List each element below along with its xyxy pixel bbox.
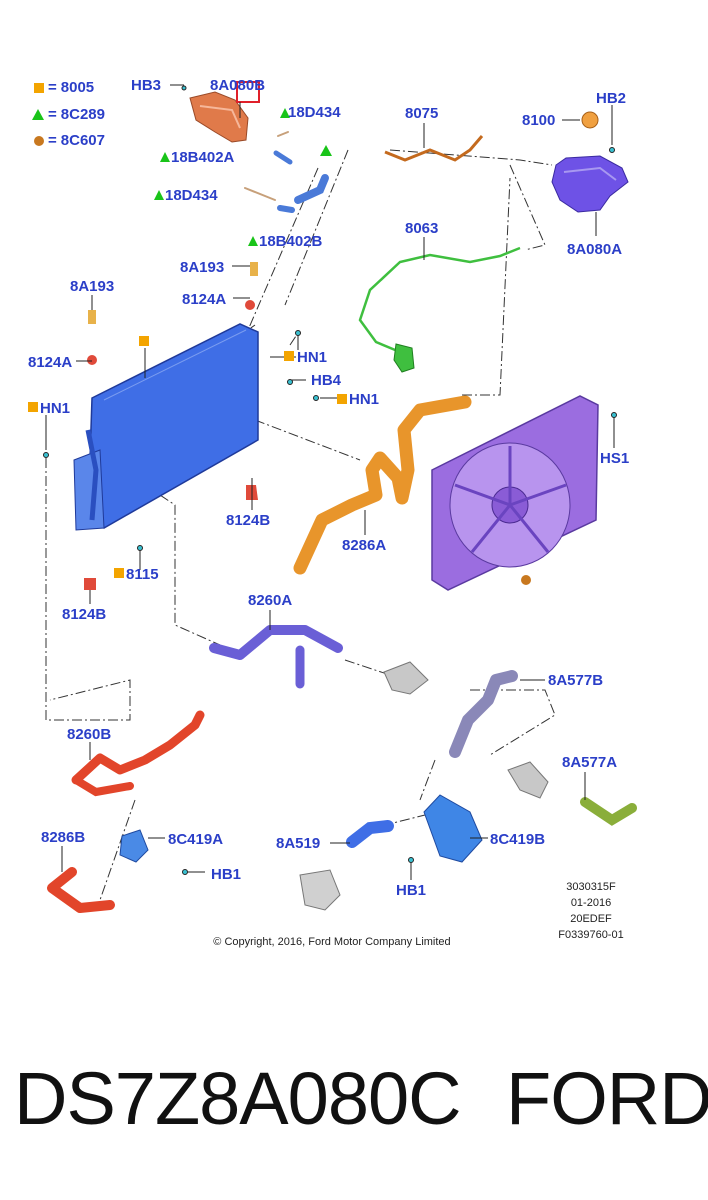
cap-8124a-mid — [245, 300, 255, 310]
label-18b402a: 18B402A — [171, 149, 235, 166]
diagram-artwork — [28, 81, 637, 913]
legend-8c607: =8C607 — [34, 133, 105, 148]
label-8063: 8063 — [405, 220, 439, 237]
label-18d434-top: 18D434 — [288, 104, 341, 121]
label-hn1-left: HN1 — [40, 400, 71, 417]
hose-8a519 — [346, 820, 394, 848]
label-hb3: HB3 — [131, 77, 162, 94]
label-8075: 8075 — [405, 105, 439, 122]
cap-8100 — [581, 111, 599, 129]
label-8115: 8115 — [126, 566, 159, 583]
cap-8124a-left — [87, 355, 97, 365]
label-8a080b: 8A080B — [210, 77, 266, 94]
fan-shroud — [431, 395, 599, 591]
circle-icon — [34, 135, 44, 146]
hose-8286a — [293, 395, 472, 575]
hose-8260a — [209, 625, 343, 660]
fan-fastener — [521, 575, 531, 585]
label-hb1-right: HB1 — [396, 882, 427, 899]
hose-8a577a — [580, 797, 637, 826]
connector-8063 — [393, 343, 415, 373]
fitting-8a577a — [507, 761, 549, 799]
diagram-code-2: 01-2016 — [570, 897, 612, 909]
legend-8c289: =8C289 — [32, 107, 105, 122]
label-hn1-right: HN1 — [349, 391, 380, 408]
hose-8075 — [384, 135, 484, 162]
diagram-code-3: 20EDEF — [570, 913, 612, 925]
square-icon — [34, 82, 44, 93]
label-8124a-left: 8124A — [28, 354, 73, 371]
label-8c419b: 8C419B — [490, 831, 546, 848]
label-hs1: HS1 — [600, 450, 630, 467]
diagram-code-4: F0339760-01 — [558, 929, 624, 941]
label-8124b-mid: 8124B — [226, 512, 271, 529]
triangle-icon — [32, 109, 44, 120]
radiator — [73, 262, 259, 590]
label-8124b-left: 8124B — [62, 606, 107, 623]
label-hb2: HB2 — [596, 90, 627, 107]
degas-bottle-8a080a — [551, 111, 629, 213]
brand-name: FORD — [506, 1057, 708, 1140]
hose-8063 — [358, 246, 521, 354]
bleed-8a193-left — [88, 310, 96, 324]
label-8a577a: 8A577A — [562, 754, 618, 771]
hose-18b402a — [244, 131, 329, 213]
pump-8c419a — [119, 829, 149, 863]
hose-8a577b — [449, 670, 518, 758]
label-8a577b: 8A577B — [548, 672, 604, 689]
hose-8286b — [47, 867, 115, 913]
bleed-8a193-mid — [250, 262, 258, 276]
label-hn1-mid: HN1 — [297, 349, 328, 366]
label-8a519: 8A519 — [276, 835, 321, 852]
label-18d434-mid: 18D434 — [165, 187, 218, 204]
legend-8005: =8005 — [34, 80, 94, 95]
callout-leaders — [43, 84, 617, 880]
label-8286a: 8286A — [342, 537, 387, 554]
fitting-8a519 — [299, 869, 341, 911]
label-8286b: 8286B — [41, 829, 86, 846]
outlet-fitting — [383, 661, 429, 695]
pipe-8260b-lower — [72, 776, 134, 797]
label-8260b: 8260B — [67, 726, 112, 743]
highlight-box — [236, 81, 260, 103]
label-8c419a: 8C419A — [168, 831, 224, 848]
part-number: DS7Z8A080C — [14, 1057, 462, 1140]
label-8100: 8100 — [522, 112, 556, 129]
pump-8c419b — [423, 794, 483, 863]
label-hb4: HB4 — [311, 372, 342, 389]
label-8260a: 8260A — [248, 592, 293, 609]
thermostat-housing-8a080b — [189, 81, 260, 143]
copyright: © Copyright, 2016, Ford Motor Company Li… — [213, 936, 451, 948]
diagram-code-1: 3030315F — [566, 881, 616, 893]
label-8a193-mid: 8A193 — [180, 259, 225, 276]
label-18b402b: 18B402B — [259, 233, 323, 250]
label-markers — [28, 108, 347, 578]
label-8a193-left: 8A193 — [70, 278, 115, 295]
plug-8124b-left — [84, 578, 96, 590]
pipe-8260b — [71, 710, 205, 785]
label-8a080a: 8A080A — [567, 241, 623, 258]
label-8124a-mid: 8124A — [182, 291, 227, 308]
label-hb1-left: HB1 — [211, 866, 242, 883]
